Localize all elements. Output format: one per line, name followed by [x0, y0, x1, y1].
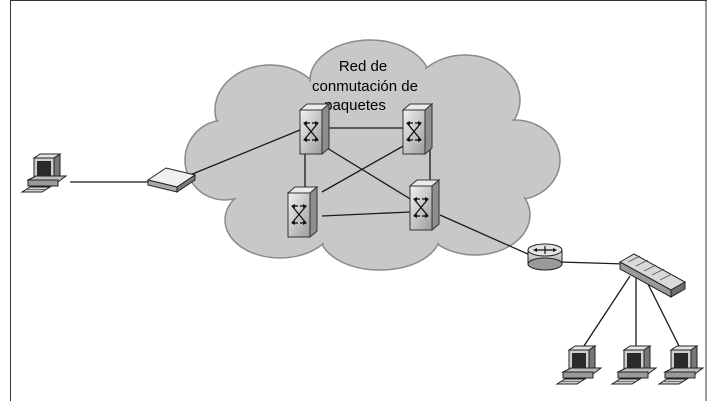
desktop-computer-icon: [611, 345, 657, 385]
desktop-computer-icon: [658, 345, 704, 385]
link-switch2-switch3: [321, 144, 406, 193]
desktop-computer-icon: [556, 345, 602, 385]
network-links: [70, 127, 683, 353]
desktop-computer-icon: [21, 153, 67, 193]
packet-switch-icon: [402, 103, 433, 155]
link-switch4-router: [439, 214, 531, 256]
link-switch1-switch4: [321, 144, 413, 201]
cloud-label-line2: conmutación de: [312, 78, 418, 95]
packet-switch-icon: [287, 186, 318, 238]
cloud-label-line3: paquetes: [324, 97, 386, 114]
network-hub-icon: [618, 253, 687, 298]
router-icon: [527, 243, 563, 271]
link-router-hub: [559, 261, 626, 265]
link-modem-switch1: [189, 129, 301, 176]
link-switch3-switch4: [321, 211, 411, 217]
link-hub-pc-a: [579, 275, 631, 353]
link-hub-pc-c: [644, 277, 683, 353]
packet-switch-icon: [409, 179, 440, 231]
modem-icon: [146, 167, 197, 193]
cloud-label: Red de conmutación de paquetes: [312, 58, 418, 114]
packet-switch-icon: [299, 103, 330, 155]
cloud-label-line1: Red de: [339, 58, 387, 75]
